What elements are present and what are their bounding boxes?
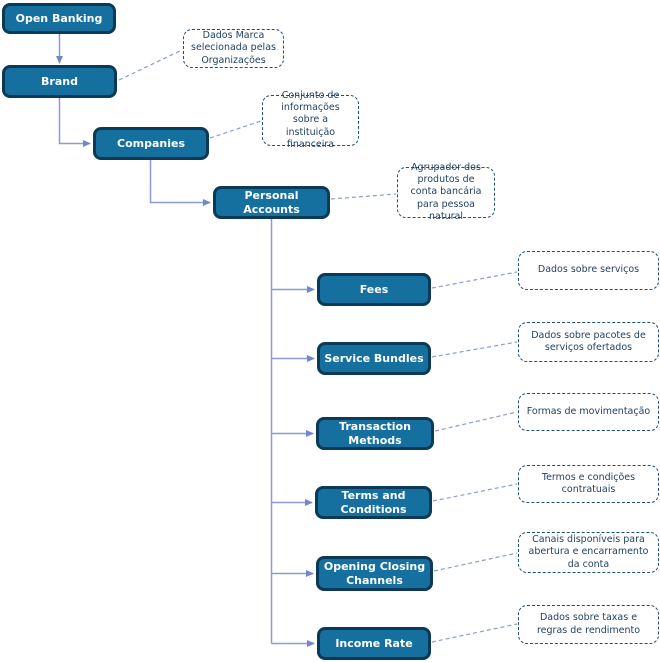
node-open-banking-label: Open Banking <box>15 11 103 25</box>
callout-line-personal <box>330 193 397 200</box>
callout-line-opening-closing <box>433 552 518 572</box>
callout-note-terms-and-conditions: Termos e condições contratuais <box>518 465 659 503</box>
edge-companies-personal <box>149 160 211 206</box>
node-income-rate-label: Income Rate <box>335 636 413 650</box>
callout-note-service-bundles-text: Dados sobre pacotes de serviços ofertado… <box>531 329 646 353</box>
callout-note-fees-text: Dados sobre serviços <box>537 264 640 276</box>
node-companies-label: Companies <box>117 136 185 150</box>
callout-note-income-rate: Dados sobre taxas e regras de rendimento <box>518 605 659 644</box>
callout-note-service-bundles: Dados sobre pacotes de serviços ofertado… <box>518 322 659 362</box>
callout-line-income-rate <box>431 623 518 643</box>
edge-brand-companies <box>58 98 91 147</box>
callout-note-opening-closing-channels-text: Canais disponíveis para abertura e encar… <box>528 533 649 570</box>
callout-note-fees: Dados sobre serviços <box>518 251 659 290</box>
callout-note-companies-text: Conjunto de informações sobre a institui… <box>281 89 340 151</box>
node-service-bundles-label: Service Bundles <box>324 351 424 365</box>
node-service-bundles[interactable]: Service Bundles <box>317 342 431 375</box>
callout-line-terms-conditions <box>432 483 518 502</box>
callout-note-personal-accounts: Agrupador dos produtos de conta bancária… <box>397 162 495 222</box>
node-brand[interactable]: Brand <box>2 65 117 98</box>
callout-line-brand <box>118 49 183 81</box>
node-open-banking[interactable]: Open Banking <box>2 3 116 34</box>
node-companies[interactable]: Companies <box>93 127 209 160</box>
node-transaction-methods[interactable]: Transaction Methods <box>316 417 434 450</box>
callout-note-personal-accounts-text: Agrupador dos produtos de conta bancária… <box>410 161 482 223</box>
node-terms-and-conditions[interactable]: Terms and Conditions <box>315 486 432 519</box>
node-brand-label: Brand <box>41 74 78 88</box>
node-fees[interactable]: Fees <box>317 273 431 306</box>
callout-note-transaction-methods-text: Formas de movimentação <box>526 405 651 417</box>
node-fees-label: Fees <box>359 282 389 296</box>
node-opening-closing-channels-label: Opening Closing Channels <box>323 559 426 587</box>
callout-note-brand: Dados Marca selecionada pelas Organizaçõ… <box>183 29 284 68</box>
callout-line-fees <box>431 271 518 289</box>
callout-line-transaction-methods <box>434 411 518 432</box>
callout-note-transaction-methods: Formas de movimentação <box>518 393 659 431</box>
callout-note-terms-and-conditions-text: Termos e condições contratuais <box>541 471 636 495</box>
node-opening-closing-channels[interactable]: Opening Closing Channels <box>316 556 433 591</box>
callout-note-opening-closing-channels: Canais disponíveis para abertura e encar… <box>518 532 659 573</box>
node-transaction-methods-label: Transaction Methods <box>339 419 411 447</box>
callout-line-service-bundles <box>431 341 518 358</box>
node-personal-accounts[interactable]: Personal Accounts <box>213 186 330 219</box>
node-income-rate[interactable]: Income Rate <box>317 627 431 660</box>
callout-note-companies: Conjunto de informações sobre a institui… <box>262 90 359 150</box>
callout-line-companies <box>209 120 262 139</box>
callout-note-income-rate-text: Dados sobre taxas e regras de rendimento <box>536 612 641 636</box>
node-personal-accounts-label: Personal Accounts <box>243 188 300 216</box>
callout-note-brand-text: Dados Marca selecionada pelas Organizaçõ… <box>191 29 276 66</box>
node-terms-and-conditions-label: Terms and Conditions <box>340 488 407 516</box>
